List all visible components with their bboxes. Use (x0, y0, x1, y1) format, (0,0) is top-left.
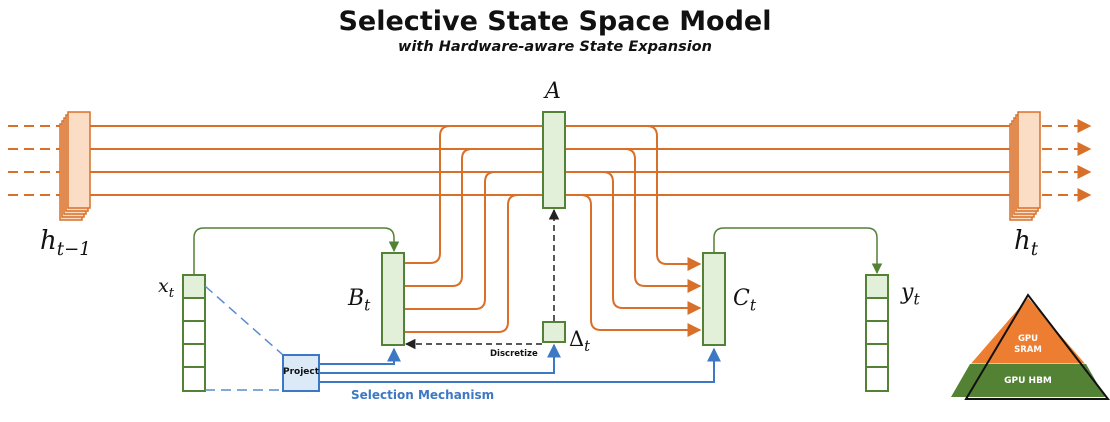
x-to-b-arrow (193, 227, 400, 275)
page-title: Selective State Space Model (338, 6, 772, 37)
label-b: Bt (348, 286, 371, 315)
y-vector (865, 274, 889, 392)
c-matrix (702, 252, 726, 346)
selection-mechanism-label: Selection Mechanism (351, 388, 495, 402)
a-matrix (542, 111, 566, 209)
c-to-y-arrow (713, 227, 883, 275)
input-dashed-lines (8, 125, 60, 196)
label-h-next: ht (1014, 226, 1039, 261)
page-subtitle: with Hardware-aware State Expansion (398, 39, 712, 55)
label-a: A (545, 79, 561, 104)
selection-arrows (319, 343, 721, 383)
h-prev-state-stack (59, 111, 91, 221)
b-to-state-curves (404, 125, 543, 333)
pyramid-sram-label: GPU SRAM (1014, 334, 1042, 355)
label-delta: Δt (569, 327, 591, 356)
h-next-state-stack (1009, 111, 1041, 221)
output-dashed-arrows (1042, 119, 1092, 202)
x-vector (182, 274, 206, 392)
pyramid-hbm-label: GPU HBM (1004, 376, 1052, 386)
project-label: Project (283, 367, 320, 377)
b-matrix (381, 252, 405, 346)
state-to-c-curves (565, 125, 702, 337)
delta-box (542, 321, 566, 343)
pyramid-outline (964, 293, 1110, 400)
projection-dashed-lines (204, 285, 284, 391)
pyramid-hbm (951, 364, 1105, 397)
label-y: yt (901, 280, 920, 309)
label-h-prev: ht−1 (40, 226, 91, 261)
label-c: Ct (733, 286, 757, 315)
discretize-label: Discretize (490, 349, 538, 359)
label-x: xt (158, 275, 175, 301)
